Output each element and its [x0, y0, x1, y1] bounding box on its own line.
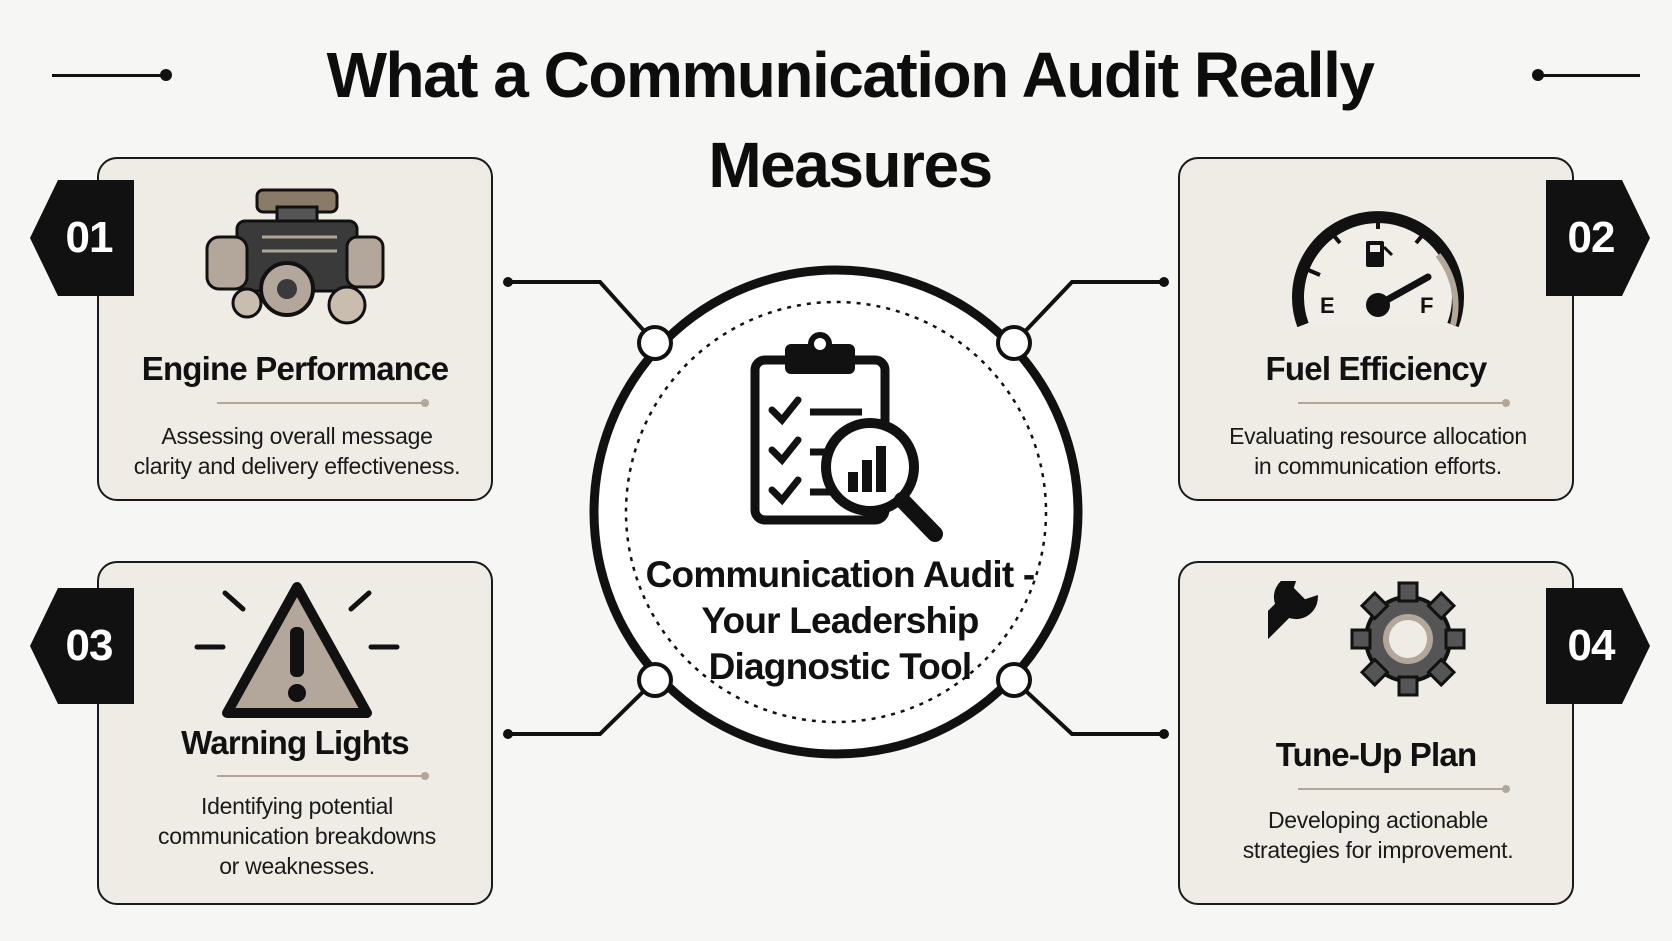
badge-number: 02	[1567, 213, 1616, 262]
card-divider	[1298, 788, 1503, 790]
title-dot-left	[160, 69, 172, 81]
connector-end-4	[1159, 729, 1169, 739]
badge-number: 04	[1567, 621, 1616, 670]
page-title: What a Communication Audit Really Measur…	[326, 39, 1375, 201]
card-title: Tune-Up Plan	[1275, 736, 1477, 773]
hub-node-1	[637, 325, 673, 361]
card-warning-lights: Warning Lights Identifying potential com…	[97, 561, 493, 905]
number-badge-2: 02	[1546, 180, 1650, 296]
badge-shape	[30, 180, 134, 296]
card-divider	[1298, 402, 1503, 404]
badge-number: 01	[65, 213, 114, 262]
badge-number: 03	[65, 621, 114, 670]
hub-label-line-1: Communication Audit -	[645, 554, 1036, 595]
badge-shape	[1546, 180, 1650, 296]
connector-2	[1012, 280, 1164, 345]
fuel-gauge-icon: E F	[1292, 211, 1464, 328]
hub-node-2	[996, 325, 1032, 361]
warning-icon	[194, 582, 400, 718]
card-description: Developing actionable strategies for imp…	[1200, 805, 1556, 865]
card-description-line: Identifying potential	[201, 793, 393, 819]
badge-shape	[1546, 588, 1650, 704]
clipboard-magnifier-icon	[750, 332, 943, 542]
connector-end-2	[1159, 277, 1169, 287]
card-description-line: or weaknesses.	[219, 853, 375, 879]
title-rule-right	[1540, 74, 1640, 77]
card-description-line: in communication efforts.	[1254, 453, 1502, 479]
card-description-line: strategies for improvement.	[1242, 837, 1514, 863]
card-divider	[217, 402, 422, 404]
card-description: Evaluating resource allocation in commun…	[1200, 421, 1556, 481]
card-description-line: Assessing overall message	[161, 423, 433, 449]
card-divider-dot	[1502, 399, 1510, 407]
card-engine-performance: Engine Performance Assessing overall mes…	[97, 157, 493, 501]
card-tune-up-plan: Tune-Up Plan Developing actionable strat…	[1178, 561, 1574, 905]
hub-label: Communication Audit - Your Leadership Di…	[620, 552, 1060, 690]
gauge-full-label: F	[1420, 293, 1433, 318]
hub-label-line-3: Diagnostic Tool	[708, 646, 973, 687]
card-title: Warning Lights	[181, 724, 410, 761]
hub-node-3	[637, 662, 673, 698]
title-row: What a Communication Audit Really Measur…	[0, 30, 1672, 201]
connector-end-3	[503, 729, 513, 739]
connector-1	[508, 280, 657, 345]
title-dot-right	[1532, 69, 1544, 81]
wrench-gear-icon	[1268, 581, 1466, 697]
card-divider	[217, 775, 422, 777]
card-description-line: Developing actionable	[1267, 807, 1489, 833]
card-divider-dot	[421, 772, 429, 780]
card-divider-dot	[421, 399, 429, 407]
hub-label-line-2: Your Leadership	[701, 600, 979, 641]
connector-end-1	[503, 277, 513, 287]
hub-dotted-ring	[624, 300, 1048, 724]
engine-icon	[205, 188, 385, 325]
card-fuel-efficiency: E F Fuel Efficiency Evaluating resource …	[1178, 157, 1574, 501]
number-badge-4: 04	[1546, 588, 1650, 704]
card-description-line: clarity and delivery effectiveness.	[133, 453, 461, 479]
number-badge-3: 03	[30, 588, 134, 704]
card-divider-dot	[1502, 785, 1510, 793]
card-description-line: Evaluating resource allocation	[1229, 423, 1527, 449]
badge-shape	[30, 588, 134, 704]
title-rule-left	[52, 74, 164, 77]
card-title: Engine Performance	[141, 350, 449, 387]
number-badge-1: 01	[30, 180, 134, 296]
gauge-empty-label: E	[1320, 293, 1335, 318]
card-description: Identifying potential communication brea…	[119, 791, 475, 881]
connector-3	[508, 678, 657, 736]
card-description: Assessing overall message clarity and de…	[119, 421, 475, 481]
card-title: Fuel Efficiency	[1265, 350, 1488, 387]
card-description-line: communication breakdowns	[158, 823, 436, 849]
hub-node-4	[996, 662, 1032, 698]
connector-4	[1012, 678, 1164, 736]
